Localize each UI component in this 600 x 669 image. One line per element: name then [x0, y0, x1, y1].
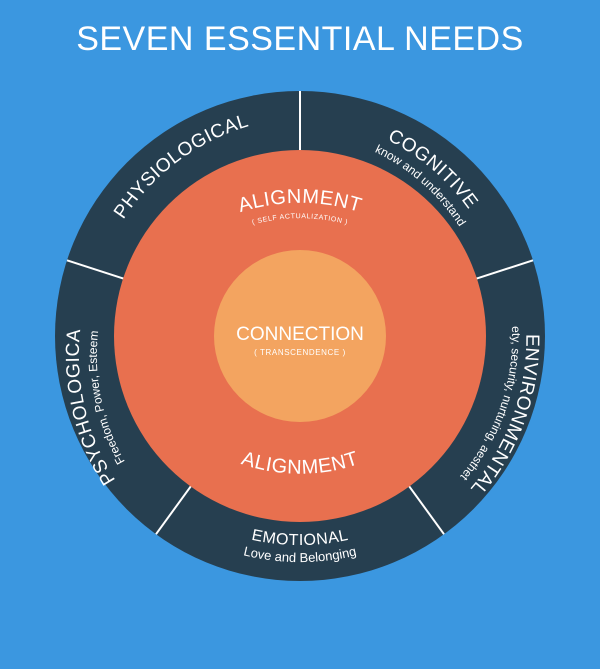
page-title: SEVEN ESSENTIAL NEEDS: [76, 20, 524, 58]
divider-lower-right: [408, 485, 445, 535]
ring-dividers: [66, 91, 534, 535]
connection-sub: ( TRANSCENDENCE ): [254, 348, 346, 357]
segment-emotional-label: EMOTIONAL: [250, 527, 350, 549]
divider-upper-right: [476, 259, 534, 280]
divider-upper-left: [66, 259, 124, 280]
connection-circle: [214, 250, 386, 422]
divider-lower-left: [155, 485, 192, 535]
connection-label: CONNECTION: [236, 324, 364, 345]
segment-emotional-sub: Love and Belonging: [242, 543, 357, 565]
